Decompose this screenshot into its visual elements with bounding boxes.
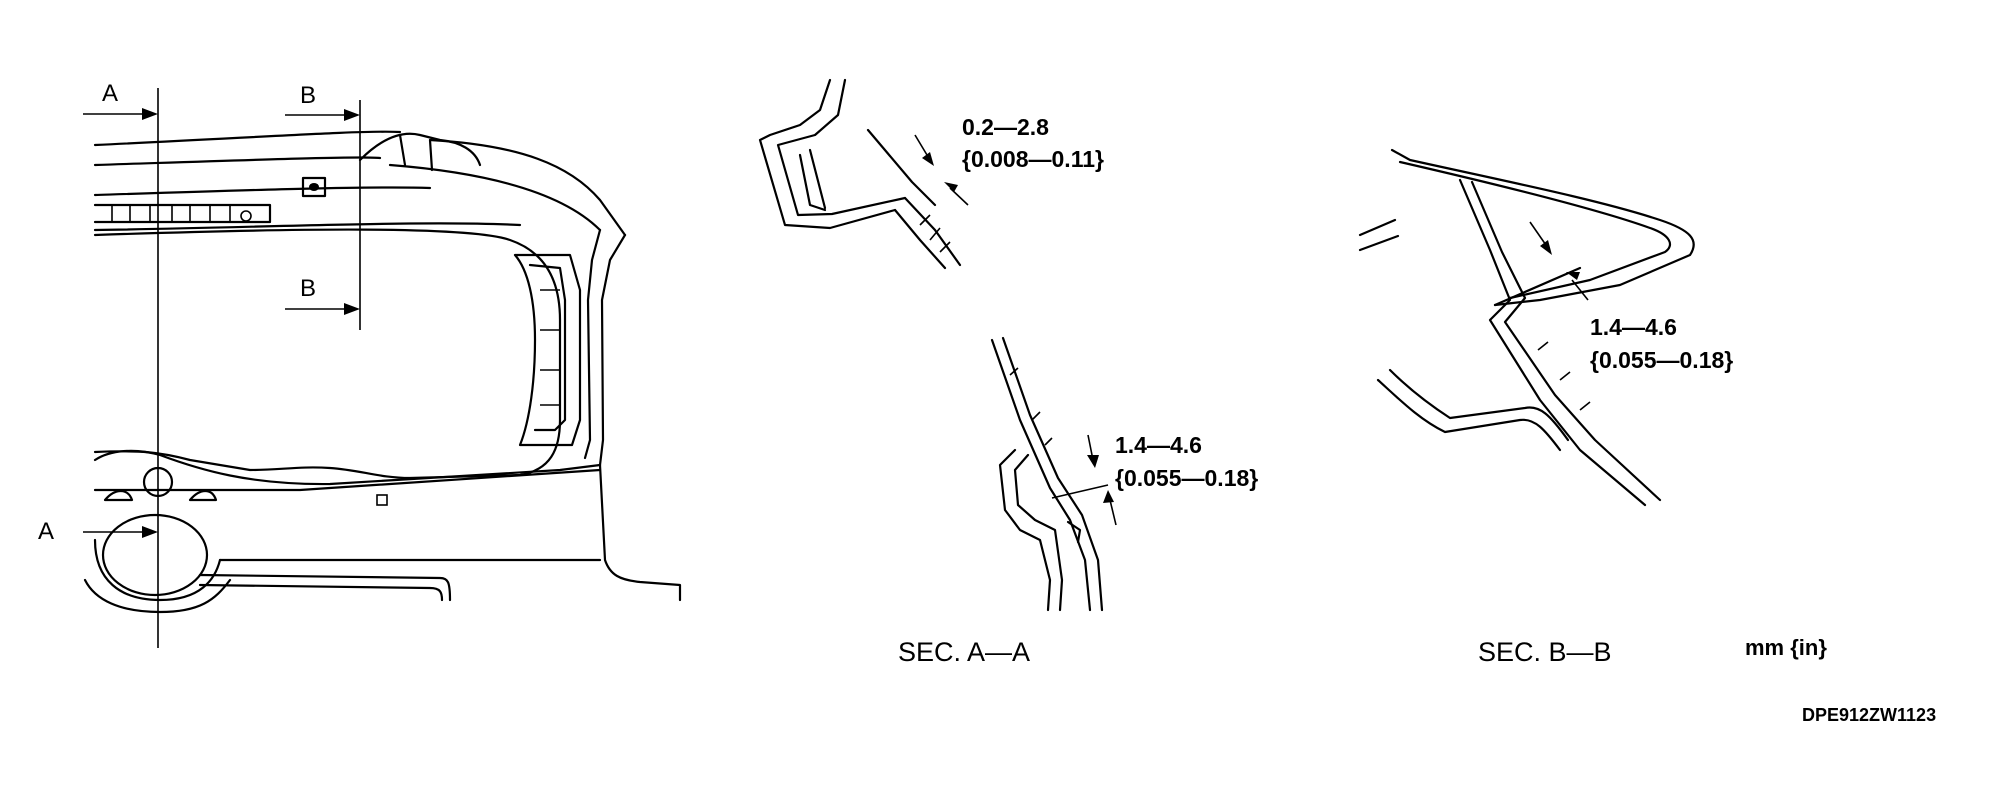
rear-pillar [583, 228, 602, 460]
label-b-mid: B [300, 275, 317, 302]
section-a-upper [758, 78, 969, 270]
arrow-b-top [285, 109, 360, 121]
spoiler-detail [398, 133, 434, 172]
emblem-surround [93, 538, 222, 602]
label-a-top: A [102, 80, 119, 107]
sec-b-left-stub [1358, 218, 1400, 252]
body-outer-curve [428, 138, 627, 237]
sec-a-lower-inner [1001, 336, 1104, 612]
bracket-left [103, 489, 134, 502]
sec-a-glass-a [893, 208, 947, 270]
stop-lamp-dot [309, 183, 319, 191]
sec-b-panel-inner [1470, 180, 1662, 502]
sec-a-lower-outer [990, 338, 1092, 612]
sec-b-dim-arrow2 [1571, 279, 1589, 301]
rear-pillar-outer [598, 233, 627, 467]
arrow-a-top [83, 108, 158, 120]
liftgate-main-view [83, 88, 682, 648]
sec-b-spoiler-outer [1390, 148, 1695, 307]
sec-b-dim-inch: {0.055—0.18} [1590, 347, 1734, 373]
sec-b-sealer [1493, 266, 1582, 307]
sec-a-lower-seal-outer [998, 448, 1052, 612]
sec-a-dim2-leader [1051, 484, 1109, 499]
sec-a-dim1-head2 [944, 182, 958, 192]
sec-b-panel-outer [1458, 178, 1647, 507]
emblem-oval [101, 513, 209, 597]
arrow-b-mid [285, 303, 360, 315]
sec-a-dim2-head1 [1087, 455, 1099, 468]
side-lamp-ribs [540, 289, 560, 406]
sec-a-dim1-inch: {0.008—0.11} [962, 146, 1104, 172]
vent-slots [111, 205, 231, 222]
arrow-a-bottom [83, 526, 158, 538]
bumper-line-2 [198, 583, 444, 602]
units-note: mm {in} [1745, 635, 1827, 660]
sec-b-caption: SEC. B—B [1478, 637, 1612, 667]
sec-a-dim2-arrow2 [1109, 499, 1117, 526]
sec-b-inner-trim-2 [1388, 368, 1570, 442]
sec-a-seal-2 [808, 148, 827, 210]
lock-cylinder [142, 466, 174, 498]
window-opening [93, 228, 562, 480]
sec-a-hatch-1 [919, 214, 951, 253]
sec-b-dim-head2 [1566, 272, 1580, 280]
sec-a-caption: SEC. A—A [898, 637, 1031, 667]
garnish-top [93, 449, 602, 486]
sec-a-glass-edge [866, 128, 937, 207]
side-lamp-outer [513, 253, 582, 447]
roof-line-3 [93, 186, 432, 197]
section-b [1358, 148, 1695, 507]
sec-a-dim2-inch: {0.055—0.18} [1115, 465, 1259, 491]
sec-a-hatch-2 [1009, 367, 1053, 446]
label-b-top: B [300, 82, 317, 109]
vent-hole [240, 210, 252, 222]
sec-b-dim-range: 1.4—4.6 [1590, 314, 1677, 340]
sec-a-lower-seal-inner [1013, 453, 1064, 612]
lower-panel-side [598, 463, 682, 602]
roof-line-1 [93, 130, 402, 147]
label-a-bottom: A [38, 518, 55, 545]
sec-a-dim1-head1 [922, 152, 934, 166]
sec-a-dim2-range: 1.4—4.6 [1115, 432, 1202, 458]
vent-row [93, 203, 272, 224]
sec-b-hatch [1537, 341, 1591, 411]
stop-lamp [301, 176, 327, 198]
sec-b-dim-head1 [1540, 240, 1552, 255]
sec-b-spoiler-inner [1398, 160, 1672, 300]
sec-a-dim2-head2 [1103, 490, 1114, 503]
emblem-surround-outer [83, 578, 232, 614]
sec-a-outer-panel [758, 78, 897, 230]
sec-a-glass-b [903, 196, 962, 267]
section-a-lower [990, 336, 1117, 612]
garnish-bottom [93, 468, 602, 492]
roof-line-2 [93, 156, 382, 167]
sec-a-dim1-range: 0.2—2.8 [962, 114, 1049, 140]
bumper-line-1 [198, 573, 452, 602]
sec-a-seal-1 [798, 153, 827, 212]
clip [376, 494, 388, 506]
side-lamp-inner [528, 263, 567, 432]
bracket-right [188, 489, 218, 502]
sec-b-inner-trim [1376, 378, 1562, 452]
sec-a-lower-tab [1066, 520, 1082, 544]
body-inner-curve [388, 163, 602, 232]
sec-a-inner-panel [776, 78, 907, 217]
figure-code: DPE912ZW1123 [1802, 705, 1937, 725]
roof-line-4 [93, 222, 522, 232]
spoiler-bump [358, 132, 482, 167]
